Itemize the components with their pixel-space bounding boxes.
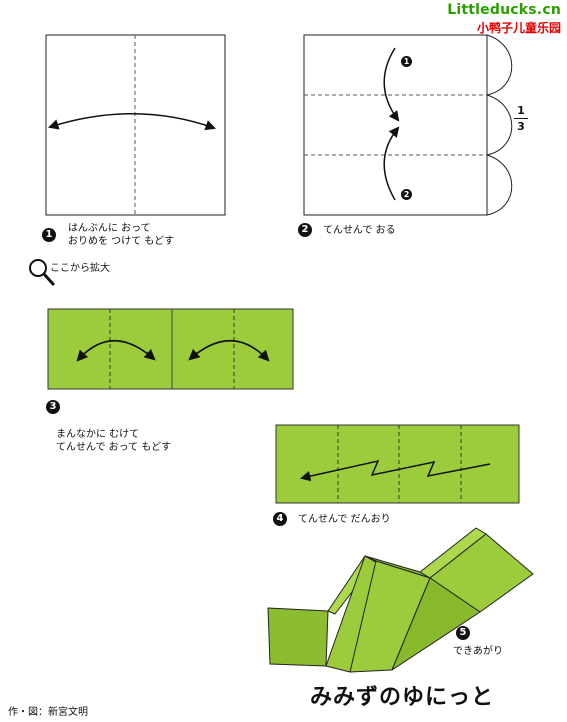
step1-arrow — [47, 113, 216, 131]
step3-diagram — [47, 308, 294, 390]
step5-number-badge: 5 — [456, 626, 470, 640]
step3-number-badge: 3 — [46, 400, 60, 414]
fraction-numerator: 1 — [517, 104, 525, 117]
zoom-label: ここから拡大 — [50, 263, 110, 274]
step3-text-line2: てんせんで おって もどす — [56, 442, 172, 453]
step2-number-badge: 2 — [298, 223, 312, 237]
step1-text-line2: おりめを つけて もどす — [68, 236, 175, 247]
step2-text: てんせんで おる — [323, 225, 396, 236]
site-name[interactable]: Littleducks.cn — [447, 2, 561, 18]
one-third-fraction: 1 3 — [514, 104, 528, 133]
step4-zigzag-arrow — [299, 459, 491, 482]
step4-text: てんせんで だんおり — [298, 514, 391, 525]
step2-third-bracket-1 — [486, 34, 513, 96]
magnifier-icon — [29, 259, 55, 286]
step2-sub-marker-top: 1 — [401, 56, 412, 67]
site-subtitle: 小鸭子儿童乐园 — [476, 21, 561, 35]
step4-diagram — [275, 424, 520, 504]
step2-arrow-top — [383, 47, 400, 122]
diagram-title: みみずのゆにっと — [310, 685, 495, 710]
step2-third-bracket-3 — [486, 154, 513, 216]
step2-paper — [303, 34, 488, 216]
step2-arrow-bottom — [383, 126, 400, 201]
fraction-denominator: 3 — [517, 120, 525, 133]
step1-diagram — [45, 34, 226, 216]
step1-number-badge: 1 — [42, 228, 56, 242]
step1-paper — [45, 34, 226, 216]
step3-arrow-right — [188, 339, 270, 362]
author-credit: 作・図：新宮文明 — [8, 707, 88, 718]
step2-sub-marker-bottom: 2 — [401, 189, 412, 200]
step4-paper — [275, 424, 520, 504]
step4-number-badge: 4 — [273, 512, 287, 526]
step1-text-line1: はんぶんに おって — [68, 223, 151, 234]
step3-arrow-left — [76, 339, 156, 362]
step2-diagram — [303, 34, 513, 216]
step5-diagram — [267, 527, 534, 673]
step5-text: できあがり — [453, 646, 503, 657]
step3-text-line1: まんなかに むけて — [56, 429, 140, 440]
step2-third-bracket-2 — [486, 94, 513, 156]
